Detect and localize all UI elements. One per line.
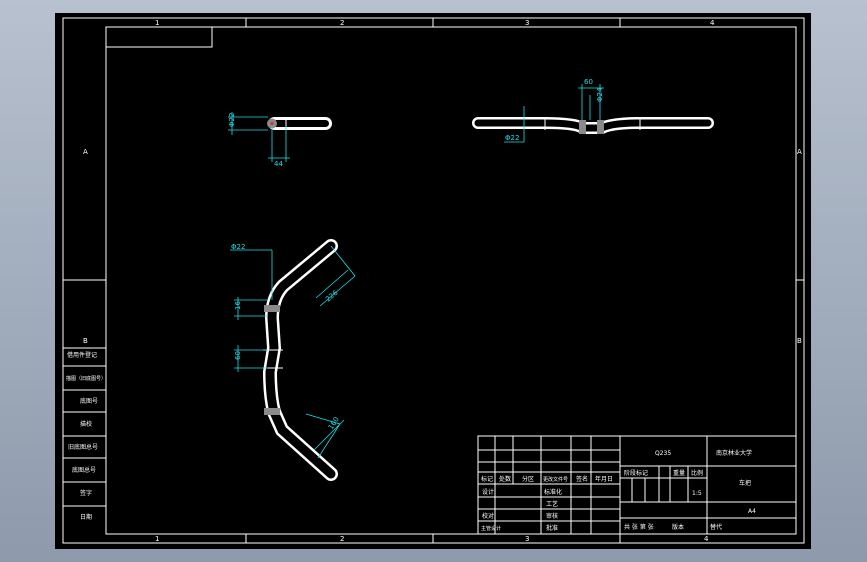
side-label-3: 描校 [80,420,92,428]
side-label-6: 签字 [80,489,92,497]
tb-sheet-size: A4 [748,508,756,515]
tb-school: 南京林业大学 [716,449,752,457]
tb-rev-header-2: 分区 [522,475,534,483]
tb-part-name: 车把 [739,479,751,487]
zone-bottom-1: 1 [155,535,159,543]
tb-rev-header-5: 年月日 [595,475,613,483]
side-label-2: 底图号 [80,397,98,405]
tb-role-process: 工艺 [546,500,558,508]
tb-replace-label: 替代 [710,523,722,531]
tb-version-label: 版本 [672,523,684,531]
side-view [228,112,332,162]
tb-mark-label: 阶段标记 [624,469,648,477]
tb-role-lead: 主管设计 [481,525,501,532]
zone-top-1: 1 [155,19,159,27]
title-block [477,435,797,535]
zone-bottom-3: 3 [525,535,529,543]
side-label-table [63,347,106,507]
zone-right-a: A [797,148,802,156]
zone-bottom-2: 2 [340,535,344,543]
tb-role-design: 设计 [482,488,494,496]
dim-side-len: 44 [274,160,283,168]
tb-role-standard: 标准化 [544,488,562,496]
zone-right-b: B [797,337,802,345]
tb-rev-header-1: 处数 [499,475,511,483]
side-label-0: 借用件登记 [67,351,97,359]
paper [55,13,811,549]
side-label-4: 旧底图总号 [68,443,98,451]
dim-side-dia: Φ22 [228,113,236,127]
dim-front-dia: Φ22 [505,134,519,142]
zone-bottom-4: 4 [704,535,709,543]
tb-role-review: 审核 [546,512,558,520]
zone-left-a: A [83,148,88,156]
zone-ticks [63,18,804,543]
dim-plan-a: 16 [234,301,242,310]
tb-rev-header-4: 签名 [576,475,588,483]
tb-role-approve: 批准 [546,524,558,532]
dim-front-len: 60 [584,78,593,86]
code-box [105,26,213,48]
tb-scale: 1:5 [692,490,702,497]
zone-top-4: 4 [710,19,715,27]
zone-top-2: 2 [340,19,344,27]
zone-top-3: 3 [525,19,529,27]
tb-role-check: 校对 [482,512,494,520]
tb-scale-label: 比例 [691,469,703,477]
front-view [472,84,714,143]
tb-rev-header-0: 标记 [481,475,493,483]
tb-material: Q235 [655,450,671,457]
tb-rev-header-3: 更改文件号 [543,476,568,483]
side-label-5: 底图总号 [72,466,96,474]
dim-plan-b: 60 [234,351,242,360]
dim-front-dia-small: Φ24 [596,87,604,102]
dim-plan-dia: Φ22 [231,243,245,251]
side-label-1: 描图（旧底图号） [66,375,106,382]
tb-sheet-label: 共 张 第 张 [624,523,654,531]
plan-view [230,239,356,481]
tb-weight-label: 重量 [673,469,685,477]
side-label-7: 日期 [80,513,92,521]
zone-left-b: B [83,337,88,345]
